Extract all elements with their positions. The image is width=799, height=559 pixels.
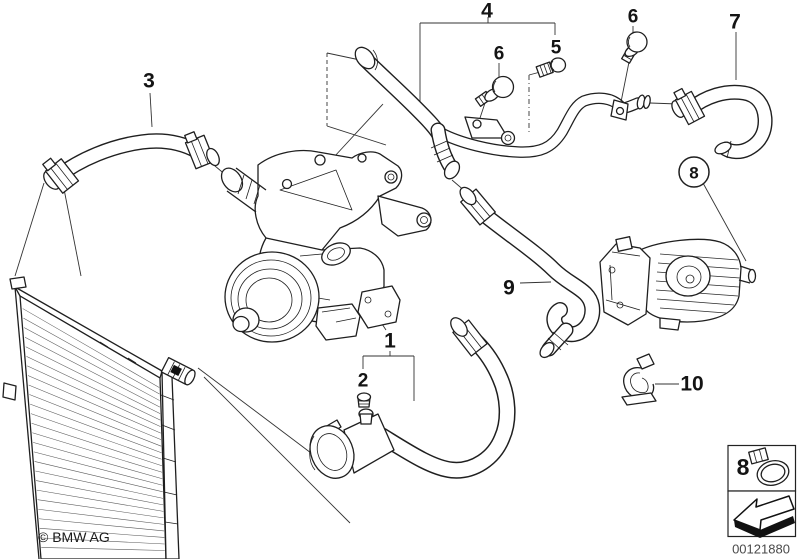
- hose-pipe-assembly-4: [354, 46, 651, 180]
- hose-3: [42, 131, 220, 194]
- callout-3[interactable]: 3: [143, 70, 155, 93]
- callout-6-left[interactable]: 6: [494, 44, 505, 65]
- callout-1[interactable]: 1: [384, 330, 396, 353]
- callout-5[interactable]: 5: [551, 38, 562, 59]
- radiator: [2, 276, 196, 559]
- hose-clamp-right: [184, 131, 216, 170]
- copyright: © BMW AG: [38, 529, 110, 545]
- hose-7: [671, 84, 773, 160]
- callout-7[interactable]: 7: [729, 11, 741, 34]
- water-pump-assembly: [220, 149, 432, 343]
- clip-10: [621, 353, 657, 406]
- vent-screw-2: [356, 392, 372, 408]
- screw-5: [535, 57, 567, 78]
- hose-clamp-icon: [748, 447, 790, 486]
- legend-clamp-number[interactable]: 8: [737, 454, 750, 480]
- hose-1-assembly: [309, 317, 516, 479]
- hose-clamp-left: [42, 157, 80, 194]
- hose-clamp: [673, 87, 706, 126]
- bolt-6-left: [474, 75, 515, 107]
- radiator-fins: [22, 308, 165, 551]
- callout-2[interactable]: 2: [358, 371, 369, 392]
- hose-9: [459, 186, 601, 359]
- callout-10[interactable]: 10: [680, 373, 703, 396]
- oil-cooler: [599, 236, 757, 331]
- image-number: 00121880: [732, 542, 790, 557]
- callout-4[interactable]: 4: [481, 0, 493, 23]
- callout-8[interactable]: 8: [689, 164, 698, 183]
- callout-6-right[interactable]: 6: [628, 7, 639, 28]
- bolt-6-right: [621, 31, 648, 64]
- arrow-icon: [733, 495, 795, 538]
- legend-box: 8: [727, 444, 797, 538]
- callout-9[interactable]: 9: [503, 277, 515, 300]
- callout-8-circle[interactable]: 8: [678, 156, 710, 188]
